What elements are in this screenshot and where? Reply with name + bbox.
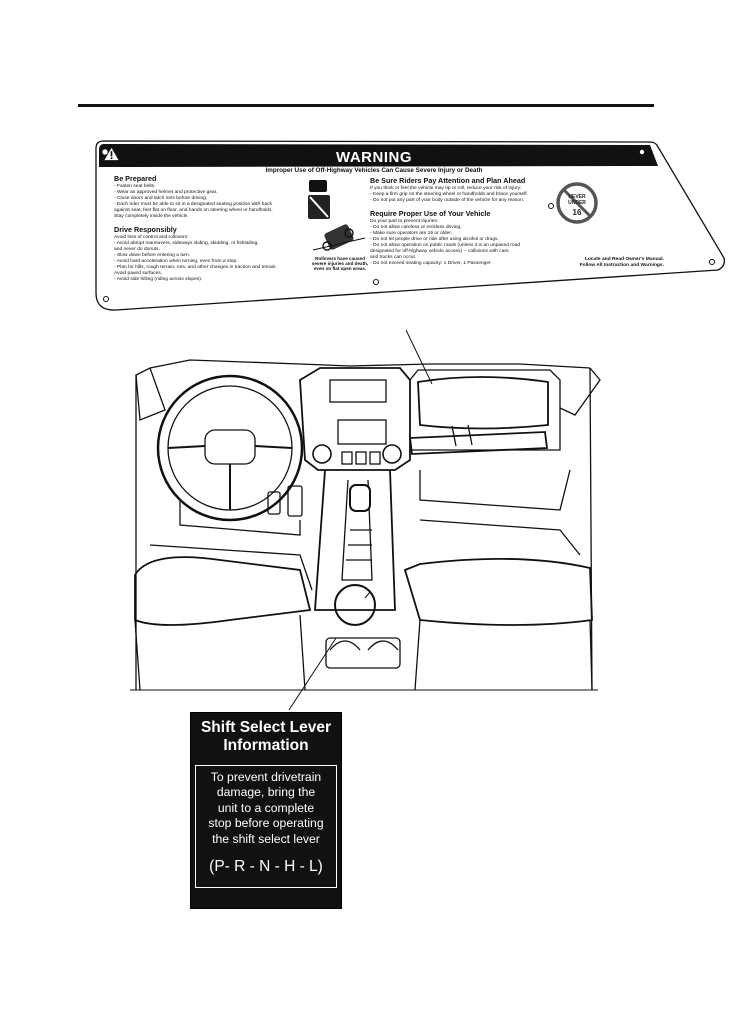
list-item: - Plan for hills, rough terrain, ruts, a…	[114, 265, 277, 270]
list-item: - Avoid abrupt maneuvers, sideways slidi…	[114, 241, 259, 246]
list-item: designated for off-highway vehicle acces…	[370, 249, 509, 254]
shift-label-body: To prevent drivetrain damage, bring the …	[196, 770, 336, 847]
rollover-icon	[312, 224, 366, 251]
manual-line-2: Follow All Instruction and Warnings.	[579, 263, 664, 268]
body-line: To prevent drivetrain	[210, 770, 322, 784]
seatbelt-icon	[308, 180, 330, 219]
body-line: the shift select lever	[212, 831, 320, 846]
proper-use-title: Require Proper Use of Your Vehicle	[370, 209, 491, 218]
gear-sequence: (P- R - N - H - L)	[209, 858, 323, 875]
attention-title: Be Sure Riders Pay Attention and Plan Ah…	[370, 176, 526, 185]
shift-label-title: Shift Select Lever Information	[191, 719, 341, 755]
warning-decal: WARNING Improper Use of Off-Highway Vehi…	[0, 0, 729, 330]
never-under-badge: NEVER UNDER	[561, 194, 593, 206]
vehicle-interior-illustration	[0, 320, 729, 714]
list-item: - Fasten seat belts.	[114, 184, 156, 189]
list-item: Stay completely inside the vehicle.	[114, 214, 189, 219]
warning-right-column: Be Sure Riders Pay Attention and Plan Ah…	[370, 177, 538, 267]
list-item: Avoid loss of control and rollovers:	[114, 235, 189, 240]
shift-title-line-1: Shift Select Lever	[200, 719, 332, 736]
list-item: - Slow down before entering a turn.	[114, 253, 191, 258]
list-item: - Do not let people drive or ride after …	[370, 237, 499, 242]
interior-drawing	[130, 329, 601, 714]
header-rule	[78, 104, 654, 107]
warning-triangle-icon	[104, 147, 119, 161]
list-item: - Close doors and latch nets before driv…	[114, 196, 208, 201]
warning-heading-text: WARNING	[336, 148, 412, 166]
warning-subtitle: Improper Use of Off-Highway Vehicles Can…	[265, 167, 483, 174]
list-item: - Do not put any part of your body outsi…	[370, 198, 525, 203]
list-item: and never do donuts.	[114, 247, 160, 252]
list-item: - Each rider must be able to sit in a de…	[114, 202, 272, 207]
list-item: Do your part to prevent injuries:	[370, 219, 439, 224]
shift-select-lever-label: Shift Select Lever Information To preven…	[190, 712, 342, 909]
list-item: - Keep a firm grip on the steering wheel…	[370, 192, 528, 197]
list-item: - Avoid hard acceleration when turning, …	[114, 259, 238, 264]
body-line: damage, bring the	[216, 785, 316, 800]
list-item: and trucks can occur.	[370, 255, 417, 260]
warning-left-column: Be Prepared - Fasten seat belts. - Wear …	[114, 175, 310, 283]
manual-line-1: Locate and Read Owner's Manual.	[584, 257, 664, 262]
never-text: NEVER	[568, 194, 586, 200]
list-item: - Avoid side hilling (riding across slop…	[114, 277, 203, 282]
under-text: UNDER	[568, 200, 586, 206]
body-line: unit to a complete	[217, 800, 315, 815]
owners-manual-note: Locate and Read Owner's Manual. Follow A…	[556, 257, 664, 269]
warning-decal-outline	[95, 140, 726, 311]
rollover-caption: Rollovers have caused severe injuries an…	[311, 256, 369, 272]
list-item: If you think or feel the vehicle may tip…	[370, 186, 522, 191]
never-under-16-icon	[556, 182, 598, 224]
drive-responsibly-title: Drive Responsibly	[114, 225, 177, 234]
list-item: - Do not exceed seating capacity: 1 Driv…	[370, 261, 491, 266]
be-prepared-title: Be Prepared	[114, 174, 157, 183]
list-item: - Do not allow operation on public roads…	[370, 243, 521, 248]
list-item: - Do not allow careless or reckless driv…	[370, 225, 462, 230]
warning-heading: WARNING	[104, 147, 644, 167]
shift-title-line-2: Information	[223, 737, 309, 754]
list-item: against seat, feet flat on floor, and ha…	[114, 208, 273, 213]
body-line: stop before operating	[208, 816, 324, 831]
list-item: Avoid paved surfaces.	[114, 271, 163, 276]
shift-label-body-box: To prevent drivetrain damage, bring the …	[195, 765, 337, 888]
never-under-number: 16	[572, 208, 582, 217]
list-item: - Wear an approved helmet and protective…	[114, 190, 218, 195]
list-item: - Make sure operators are 16 or older.	[370, 231, 453, 236]
